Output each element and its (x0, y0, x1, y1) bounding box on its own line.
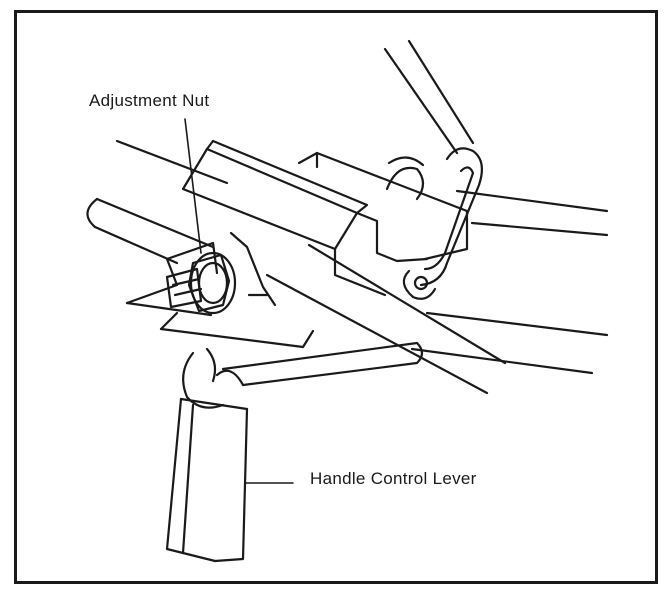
handle-control-lever-label: Handle Control Lever (310, 469, 477, 488)
upper-rod (383, 39, 484, 300)
lower-bracket-plate (125, 231, 315, 349)
callout-leaders (184, 118, 294, 484)
handle-tube (86, 197, 507, 395)
upper-frame-bar (115, 139, 609, 237)
adjustment-nut-leader (184, 118, 202, 254)
lever-pivot (182, 293, 424, 409)
mechanism-illustration (86, 39, 609, 563)
mounting-bracket (181, 139, 469, 297)
adjustment-nut-drawing (165, 251, 237, 315)
handle-lever (165, 397, 249, 563)
lower-frame-bar (410, 311, 609, 375)
figure-frame: Adjustment Nut Handle Control Lever (14, 10, 658, 584)
adjustment-nut-label: Adjustment Nut (89, 91, 210, 110)
